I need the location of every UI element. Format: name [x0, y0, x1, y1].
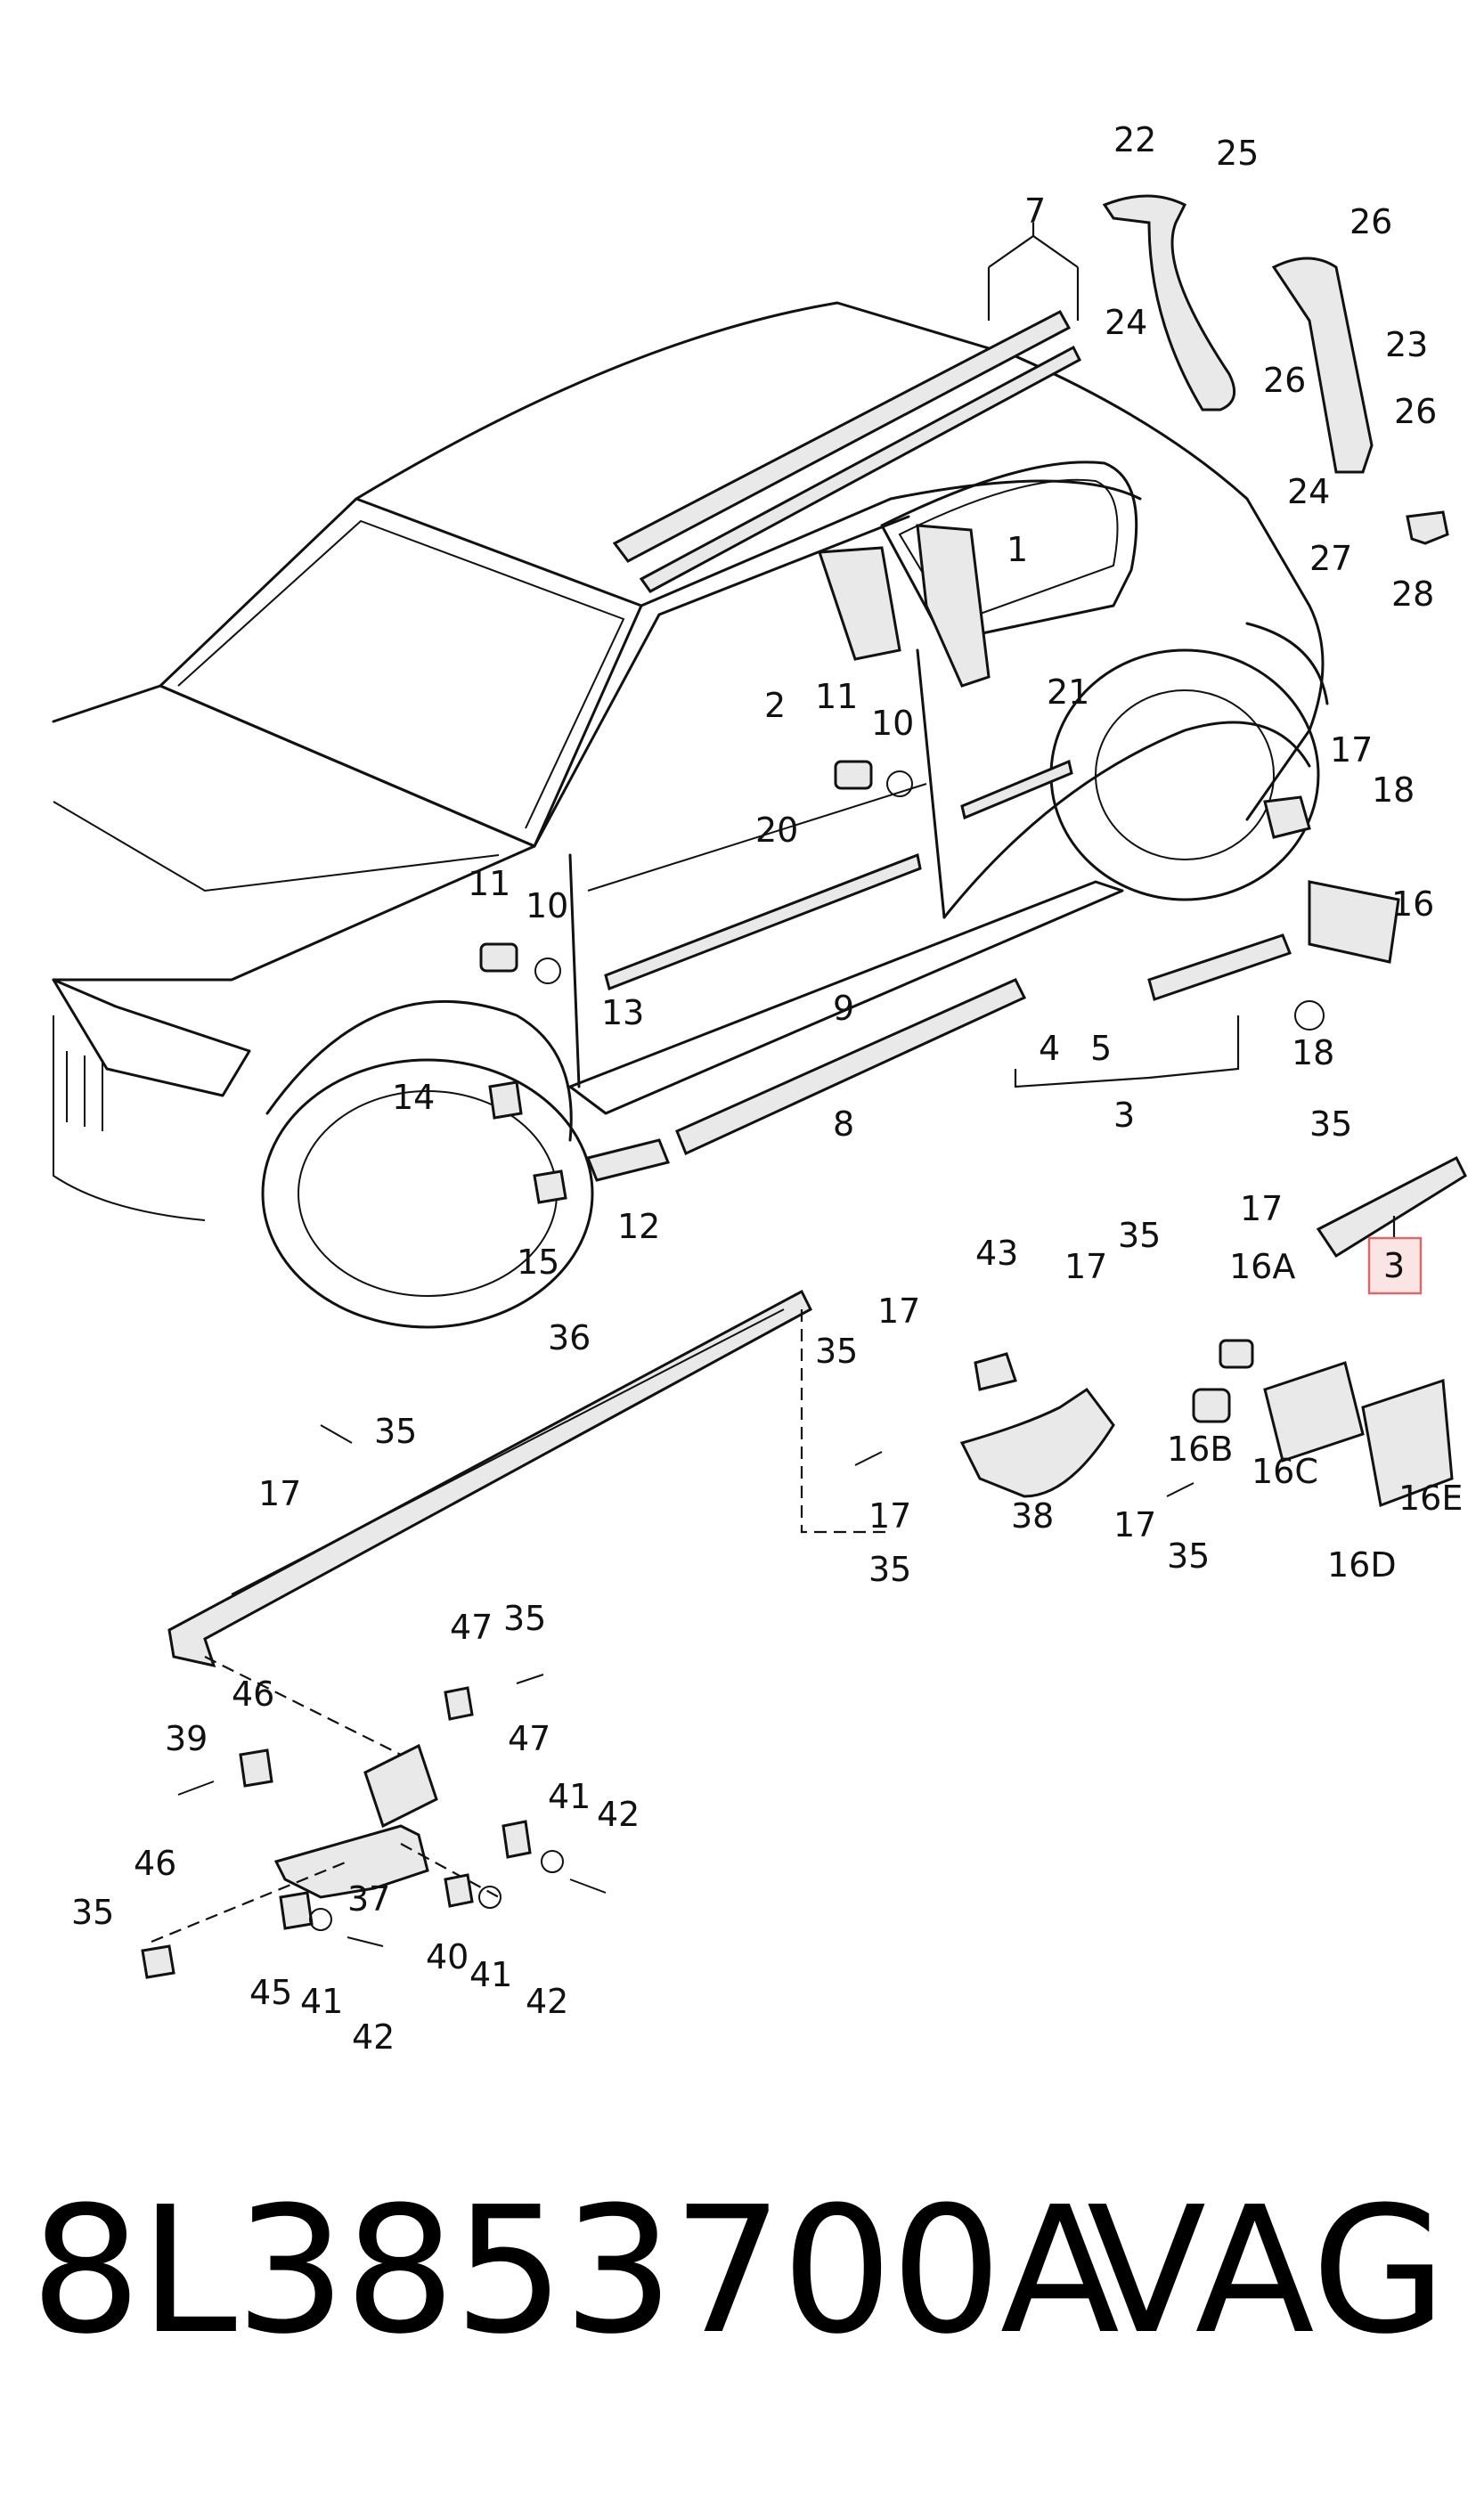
callout-17b: 17 — [1240, 1189, 1283, 1228]
callout-17c: 17 — [1064, 1247, 1107, 1286]
bracket-38 — [959, 1352, 1115, 1498]
callout-16e: 16E — [1398, 1479, 1463, 1518]
brand-label: VAG — [1087, 2170, 1447, 2373]
callout-35g: 35 — [503, 1599, 546, 1638]
callout-35h: 35 — [71, 1893, 114, 1932]
callout-46a: 46 — [232, 1675, 274, 1714]
hardware-upper — [479, 760, 1400, 1204]
callout-26c: 26 — [1394, 392, 1437, 431]
callout-5: 5 — [1090, 1029, 1112, 1068]
callout-42b: 42 — [526, 1982, 568, 2021]
callout-35b: 35 — [1118, 1216, 1161, 1255]
callout-10b: 10 — [526, 886, 568, 925]
callout-24a: 24 — [1105, 303, 1147, 342]
callout-16d: 16D — [1327, 1545, 1397, 1585]
callout-17d: 17 — [877, 1292, 920, 1331]
jack-point-group — [1192, 1339, 1454, 1508]
sill-panel — [568, 880, 1292, 1182]
callout-20: 20 — [755, 811, 798, 850]
callout-43: 43 — [975, 1234, 1018, 1273]
callout-35d: 35 — [374, 1412, 417, 1451]
callout-9: 9 — [833, 989, 854, 1028]
trim-strip-3 — [1316, 1155, 1467, 1259]
part-number-label: 8L3853700A — [30, 2170, 1120, 2373]
callout-21: 21 — [1047, 672, 1089, 712]
callout-35c: 35 — [815, 1332, 858, 1371]
callout-46b: 46 — [134, 1844, 176, 1883]
bracket-37 — [151, 1656, 500, 1944]
callout-16b: 16B — [1167, 1430, 1233, 1469]
callout-23: 23 — [1385, 325, 1428, 364]
callout-36: 36 — [548, 1318, 591, 1357]
highlight-box — [1367, 1236, 1423, 1295]
callout-35f: 35 — [1167, 1536, 1210, 1576]
callout-16: 16 — [1391, 884, 1434, 924]
car-body — [52, 301, 1329, 1329]
callout-47a: 47 — [450, 1608, 493, 1647]
callout-47b: 47 — [508, 1719, 550, 1758]
roof-rails — [612, 223, 1081, 593]
callout-17g: 17 — [1113, 1505, 1156, 1544]
callout-18b: 18 — [1292, 1033, 1334, 1072]
callout-25: 25 — [1216, 134, 1259, 173]
callout-41a: 41 — [548, 1777, 591, 1816]
callout-27: 27 — [1309, 539, 1352, 578]
callout-26a: 26 — [1349, 202, 1392, 241]
callout-35e: 35 — [868, 1550, 911, 1589]
callout-15: 15 — [517, 1243, 559, 1282]
callout-26b: 26 — [1263, 361, 1306, 400]
callout-11b: 11 — [468, 864, 510, 903]
callout-42c: 42 — [352, 2017, 395, 2057]
callout-17a: 17 — [1330, 730, 1373, 770]
callout-7: 7 — [1024, 192, 1046, 231]
callout-41b: 41 — [469, 1955, 512, 1994]
callout-17e: 17 — [258, 1474, 301, 1513]
callout-45: 45 — [249, 1973, 292, 2012]
callout-2: 2 — [764, 686, 786, 725]
callout-16a: 16A — [1229, 1247, 1295, 1286]
callout-3-highlighted: 3 — [1383, 1246, 1405, 1285]
callout-4: 4 — [1039, 1029, 1060, 1068]
callout-40: 40 — [426, 1937, 469, 1976]
callout-16c: 16C — [1252, 1452, 1318, 1491]
pillar-trims — [1102, 194, 1449, 545]
callout-17f: 17 — [868, 1496, 911, 1536]
callout-8: 8 — [833, 1104, 854, 1144]
callout-37: 37 — [347, 1879, 390, 1919]
side-mouldings — [604, 759, 1073, 991]
callout-35a: 35 — [1309, 1104, 1352, 1144]
callout-28: 28 — [1391, 575, 1434, 614]
callout-24b: 24 — [1287, 472, 1330, 511]
callout-39: 39 — [165, 1719, 208, 1758]
callout-12: 12 — [617, 1207, 660, 1246]
callout-3: 3 — [1113, 1096, 1135, 1135]
airbag-module — [817, 524, 991, 688]
callout-14: 14 — [392, 1078, 435, 1117]
callout-38: 38 — [1011, 1496, 1054, 1536]
callout-labels: 1 2 3 3 4 5 7 8 9 10 10 11 11 12 13 14 1… — [71, 120, 1463, 2057]
clips-lower — [141, 1424, 1195, 1979]
callout-10a: 10 — [871, 704, 914, 743]
callout-22: 22 — [1113, 120, 1156, 159]
callout-13: 13 — [601, 993, 644, 1032]
callout-41c: 41 — [300, 1982, 343, 2021]
sill-cover-36 — [167, 1289, 891, 1668]
callout-1: 1 — [1007, 530, 1028, 569]
callout-18a: 18 — [1372, 770, 1415, 810]
callout-42a: 42 — [597, 1795, 640, 1834]
callout-11a: 11 — [815, 677, 858, 716]
